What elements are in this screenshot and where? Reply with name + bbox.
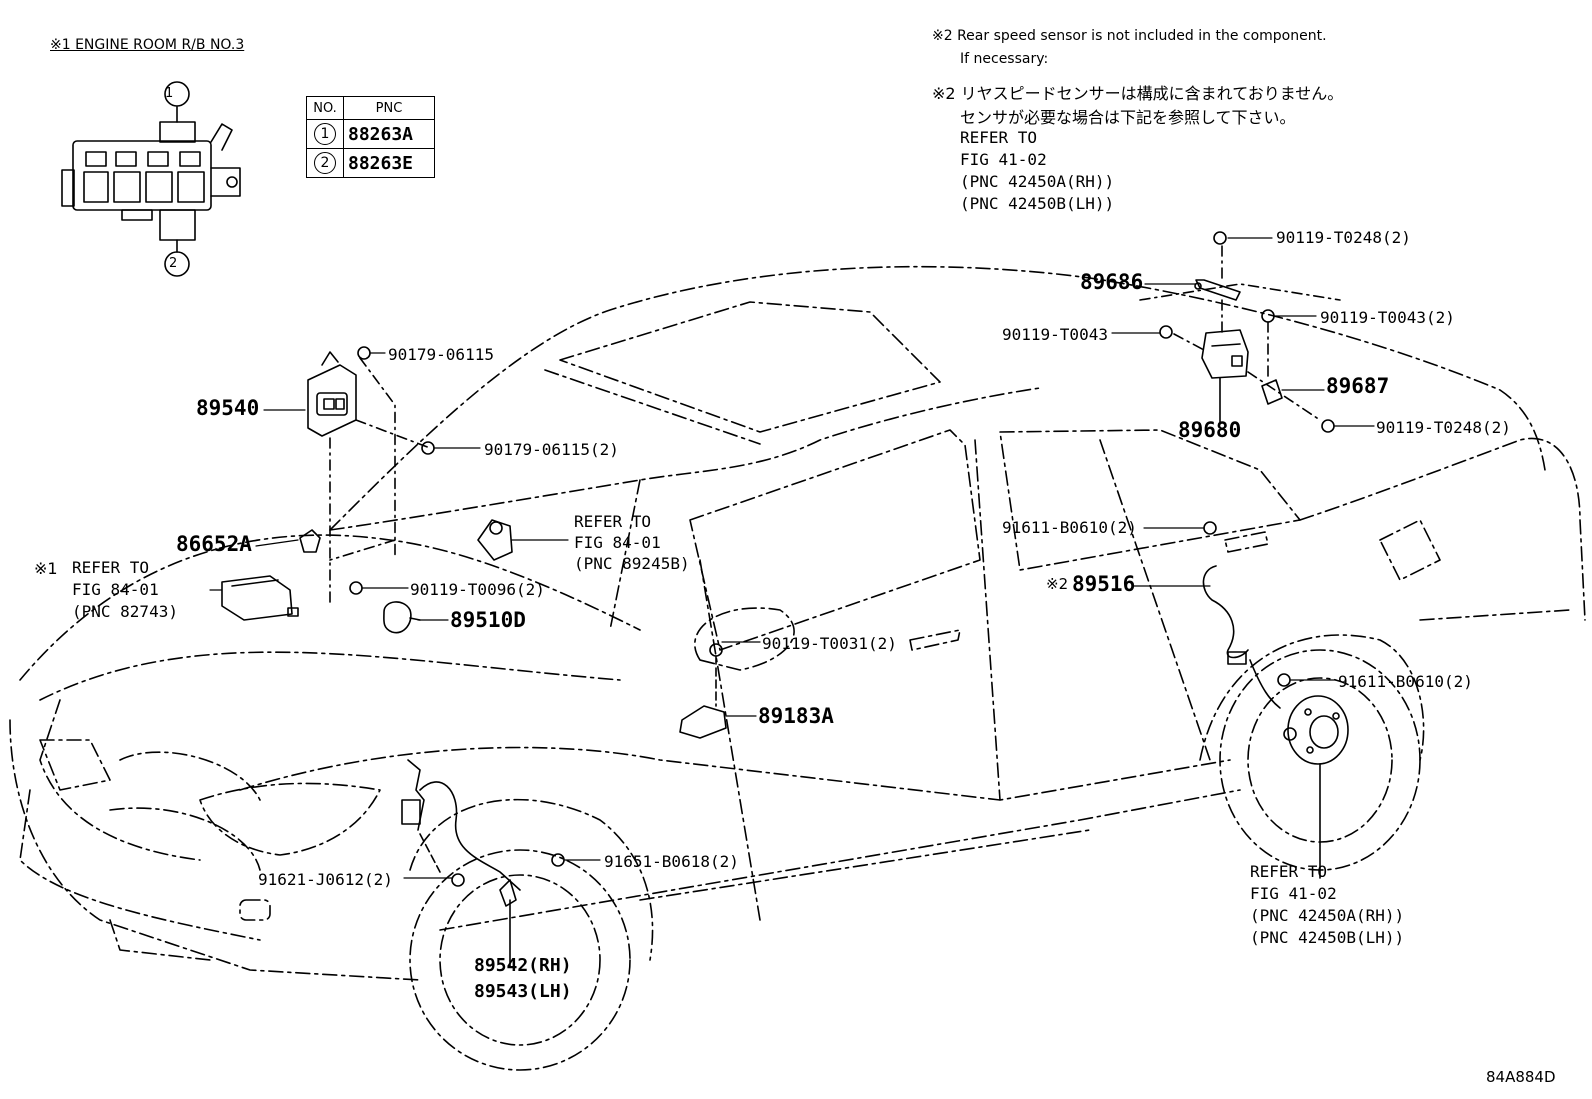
label-89510D: 89510D <box>450 608 526 632</box>
label-89543: 89543(LH) <box>474 981 572 1002</box>
rear-note-en-1: ※2 Rear speed sensor is not included in … <box>932 28 1327 44</box>
part-89510D <box>383 601 421 634</box>
relay-ref-mark: ※1 <box>34 559 58 578</box>
part-89687-bracket <box>1261 379 1283 405</box>
label-90119-T0248-top: 90119-T0248(2) <box>1276 228 1411 247</box>
label-90119-T0043-2: 90119-T0043(2) <box>1320 308 1455 327</box>
label-90119-T0096: 90119-T0096(2) <box>410 580 545 599</box>
label-90119-T0248-right: 90119-T0248(2) <box>1376 418 1511 437</box>
label-90119-T0043: 90119-T0043 <box>1002 325 1108 344</box>
hood-ref-line-3: (PNC 89245B) <box>574 554 690 573</box>
part-89542-front-sensor <box>401 759 521 907</box>
rear-ref-line-1: REFER TO <box>960 128 1038 147</box>
part-86652A-clip <box>299 529 321 553</box>
wheel-ref-line-2: FIG 41-02 <box>1250 884 1337 903</box>
rear-note-jp-2: センサが必要な場合は下記を参照して下さい。 <box>960 108 1296 127</box>
label-89516-mark: ※2 <box>1046 575 1069 593</box>
label-89687: 89687 <box>1326 374 1390 398</box>
rear-ref-line-2: FIG 41-02 <box>960 150 1047 169</box>
relay-ref-line-3: (PNC 82743) <box>72 602 178 621</box>
table-row: 2 88263E <box>306 148 435 178</box>
label-89680: 89680 <box>1178 418 1242 442</box>
table-header-no: NO. <box>306 96 344 120</box>
table-row: 1 88263A <box>306 119 435 149</box>
label-91651-B0618: 91651-B0618(2) <box>604 852 739 871</box>
label-91611-B0610-lower: 91611-B0610(2) <box>1338 672 1473 691</box>
label-89540: 89540 <box>196 396 260 420</box>
part-rear-hub <box>1283 695 1349 765</box>
part-89183A-sensor <box>679 705 727 739</box>
label-86652A: 86652A <box>176 532 252 556</box>
part-89686-bracket <box>1194 279 1241 301</box>
rear-note-jp-1: ※2 リヤスピードセンサーは構成に含まれておりません。 <box>932 84 1344 103</box>
table-header-pnc: PNC <box>343 96 435 120</box>
engine-room-note: ※1 ENGINE ROOM R/B NO.3 <box>50 37 245 53</box>
row-pnc: 88263E <box>343 148 435 178</box>
label-90119-T0031: 90119-T0031(2) <box>762 634 897 653</box>
relay-callout-1: 1 <box>165 86 174 101</box>
hood-ref-line-1: REFER TO <box>574 512 652 531</box>
table-header-row: NO. PNC <box>306 96 435 120</box>
leader-lines <box>209 237 1375 879</box>
part-89680-module <box>1201 329 1249 379</box>
rear-ref-line-4: (PNC 42450B(LH)) <box>960 194 1115 213</box>
row-pnc: 88263A <box>343 119 435 149</box>
label-90179-06115-2: 90179-06115(2) <box>484 440 619 459</box>
hood-ref-line-2: FIG 84-01 <box>574 533 661 552</box>
label-89183A: 89183A <box>758 704 834 728</box>
part-relay-82743 <box>221 575 299 621</box>
wheel-ref-line-4: (PNC 42450B(LH)) <box>1250 928 1405 947</box>
engine-room-relay-block-drawing <box>61 81 241 277</box>
part-89540-ecu <box>307 351 357 437</box>
label-91621-J0612: 91621-J0612(2) <box>258 870 393 889</box>
row-number: 2 <box>314 152 336 174</box>
rear-ref-line-3: (PNC 42450A(RH)) <box>960 172 1115 191</box>
label-89686: 89686 <box>1080 270 1144 294</box>
label-90179-06115: 90179-06115 <box>388 345 494 364</box>
row-number: 1 <box>314 123 336 145</box>
diagram-id: 84A884D <box>1486 1068 1556 1086</box>
relay-ref-line-2: FIG 84-01 <box>72 580 159 599</box>
relay-callout-2: 2 <box>169 256 178 271</box>
label-89516: 89516 <box>1072 572 1136 596</box>
rear-note-en-2: If necessary: <box>960 51 1049 67</box>
label-89542: 89542(RH) <box>474 955 572 976</box>
wheel-ref-line-1: REFER TO <box>1250 862 1328 881</box>
label-91611-B0610-upper: 91611-B0610(2) <box>1002 518 1137 537</box>
relay-pnc-table: NO. PNC 1 88263A 2 88263E <box>306 96 435 178</box>
part-89516-rear-sensor <box>1202 565 1281 709</box>
car-body-outline <box>9 265 1586 1071</box>
relay-ref-line-1: REFER TO <box>72 558 150 577</box>
part-89245B <box>477 519 513 561</box>
wheel-ref-line-3: (PNC 42450A(RH)) <box>1250 906 1405 925</box>
